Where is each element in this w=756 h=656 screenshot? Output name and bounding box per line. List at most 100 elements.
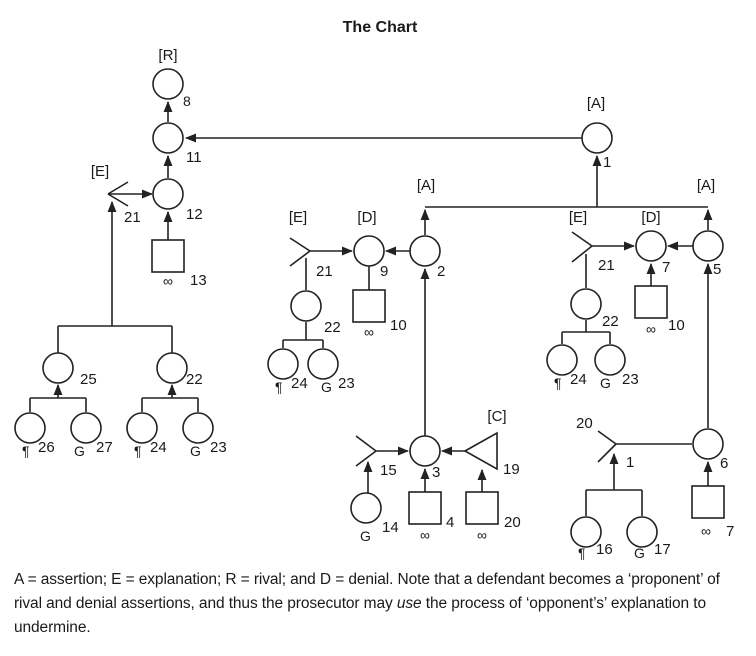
caption-emphasis: use xyxy=(396,595,422,612)
tag-denial-right: [D] xyxy=(641,209,660,226)
label-15: 15 xyxy=(380,462,397,479)
label-9: 9 xyxy=(380,263,388,280)
label-21-left: 21 xyxy=(124,209,141,226)
chart-title: The Chart xyxy=(343,19,418,36)
label-1: 1 xyxy=(603,154,611,171)
legend-caption: A = assertion; E = explanation; R = riva… xyxy=(14,568,746,640)
node-22-mid xyxy=(290,290,322,322)
infinity-10-right: ∞ xyxy=(646,321,656,337)
expl-21-mid-arm-b xyxy=(289,237,311,252)
label-13: 13 xyxy=(190,272,207,289)
tag-explanation-mid: [E] xyxy=(289,209,307,226)
node-11 xyxy=(152,122,184,154)
label-25: 25 xyxy=(80,371,97,388)
expl-21-left-arm-c xyxy=(107,193,129,207)
node-24-left xyxy=(126,412,158,444)
node-16 xyxy=(570,516,602,548)
node-2 xyxy=(409,235,441,267)
node-26 xyxy=(14,412,46,444)
node-23-right xyxy=(594,344,626,376)
paragraph-26: ¶ xyxy=(22,443,30,459)
label-5: 5 xyxy=(713,261,721,278)
node-10-square-mid xyxy=(352,289,386,323)
expl-21-right-arm-c xyxy=(571,245,593,263)
g-17: G xyxy=(634,545,645,560)
tag-assertion-right: [A] xyxy=(697,177,715,194)
label-3: 3 xyxy=(432,464,440,481)
label-7-top: 7 xyxy=(662,259,670,276)
tag-explanation-left: [E] xyxy=(91,163,109,180)
infinity-7: ∞ xyxy=(701,523,711,539)
label-24-right: 24 xyxy=(570,371,587,388)
node-25 xyxy=(42,352,74,384)
node-rival-circle xyxy=(152,68,184,100)
tag-rival: [R] xyxy=(158,47,177,64)
node-7-circle xyxy=(635,230,667,262)
node-6 xyxy=(692,428,724,460)
label-21-right: 21 xyxy=(598,257,615,274)
evidence-chart: The Chart [R] 8 11 12 ∞ 13 [E] 21 25 22 … xyxy=(14,19,734,560)
tag-c: [C] xyxy=(487,408,506,425)
infinity-20: ∞ xyxy=(477,527,487,543)
infinity-13: ∞ xyxy=(163,273,173,289)
g-14: G xyxy=(360,528,371,544)
label-22-left: 22 xyxy=(186,371,203,388)
node-9 xyxy=(353,235,385,267)
node-7-square xyxy=(691,485,725,519)
node-23-left xyxy=(182,412,214,444)
label-23-mid: 23 xyxy=(338,375,355,392)
node-10-square-right xyxy=(634,285,668,319)
infinity-10-mid: ∞ xyxy=(364,324,374,340)
node-12 xyxy=(152,178,184,210)
label-19: 19 xyxy=(503,461,520,478)
expl-21-right-arm-b xyxy=(571,231,593,247)
label-14: 14 xyxy=(382,519,399,536)
g-23-left: G xyxy=(190,443,201,459)
label-12: 12 xyxy=(186,206,203,223)
expl-1-arm-c xyxy=(597,443,617,463)
tag-assertion-top: [A] xyxy=(587,95,605,112)
label-1-expl: 1 xyxy=(626,454,634,471)
node-23-mid xyxy=(307,348,339,380)
tag-explanation-right: [E] xyxy=(569,209,587,226)
label-22-right: 22 xyxy=(602,313,619,330)
node-20-square xyxy=(465,491,499,525)
g-23-right: G xyxy=(600,375,611,391)
node-22-left xyxy=(156,352,188,384)
node-1 xyxy=(581,122,613,154)
label-2: 2 xyxy=(437,263,445,280)
node-3 xyxy=(409,435,441,467)
rival-misc-symbol: 8 xyxy=(183,93,191,109)
node-13-square xyxy=(151,239,185,273)
caption-part1: A = assertion; E = explanation; R = riva… xyxy=(14,571,720,612)
node-4-square xyxy=(408,491,442,525)
node-19-triangle xyxy=(463,431,498,471)
label-27: 27 xyxy=(96,439,113,456)
paragraph-24-right: ¶ xyxy=(554,375,562,391)
label-20-right: 20 xyxy=(576,415,593,432)
label-26: 26 xyxy=(38,439,55,456)
g-23-mid: G xyxy=(321,379,332,395)
paragraph-24-mid: ¶ xyxy=(275,379,283,395)
label-11: 11 xyxy=(186,149,202,166)
node-17 xyxy=(626,516,658,548)
node-22-right xyxy=(570,288,602,320)
label-10-right: 10 xyxy=(668,317,685,334)
infinity-4: ∞ xyxy=(420,527,430,543)
expl-15-arm-c xyxy=(355,450,377,467)
label-20-mid: 20 xyxy=(504,514,521,531)
expl-21-mid-arm-c xyxy=(289,250,311,267)
label-24-mid: 24 xyxy=(291,375,308,392)
tag-assertion-mid: [A] xyxy=(417,177,435,194)
label-6: 6 xyxy=(720,455,728,472)
label-22-mid: 22 xyxy=(324,319,341,336)
node-27 xyxy=(70,412,102,444)
node-24-mid xyxy=(267,348,299,380)
expl-1-arm-b xyxy=(597,430,617,445)
tag-denial-mid: [D] xyxy=(357,209,376,226)
expl-21-left-arm-b xyxy=(107,181,129,195)
node-5 xyxy=(692,230,724,262)
paragraph-16: ¶ xyxy=(578,545,586,560)
g-27: G xyxy=(74,443,85,459)
expl-15-arm-b xyxy=(355,435,377,452)
